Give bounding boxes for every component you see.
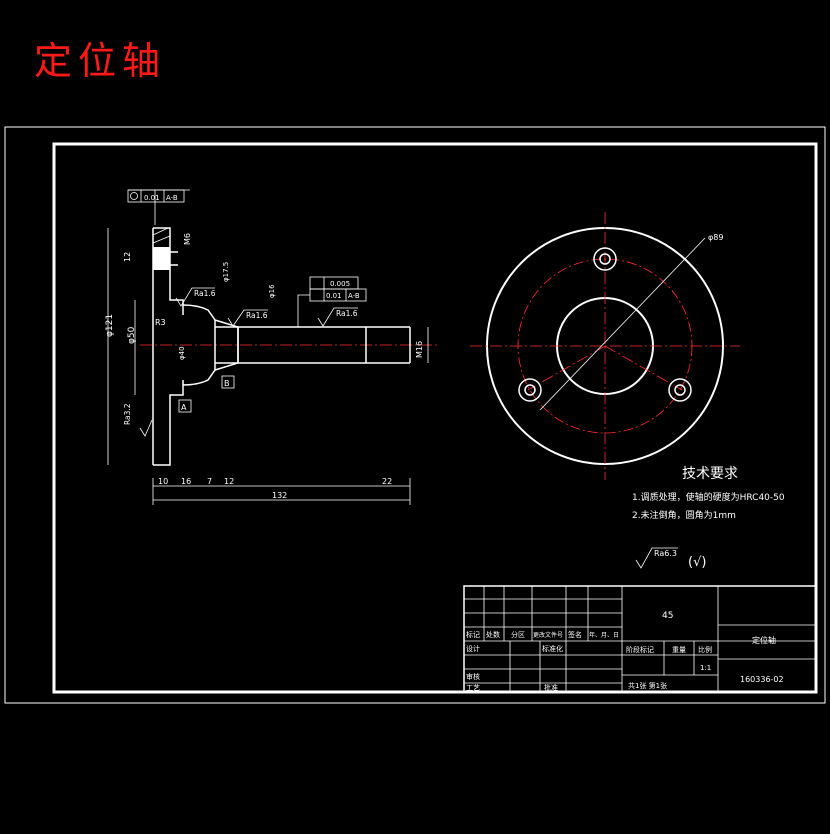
bolt-hole-left xyxy=(518,378,542,402)
dim-7: 7 xyxy=(207,477,212,486)
tb-h-3: 分区 xyxy=(511,630,525,639)
roughness-note-paren: (√) xyxy=(688,555,706,570)
tb-h-4: 更改文件号 xyxy=(533,631,563,639)
dim-22: 22 xyxy=(382,477,392,486)
tb-review: 审核 xyxy=(466,672,480,681)
dim-d50: φ50 xyxy=(127,326,137,344)
tb-drawing-no: 160336-02 xyxy=(740,675,784,684)
tech-req-item-2: 2.未注倒角，圆角为1mm xyxy=(632,509,736,521)
tolerance-frame-mid: 0.005 0.01 A-B xyxy=(297,276,367,327)
tol-top-value: 0.01 xyxy=(144,194,160,202)
ra-1: Ra1.6 xyxy=(194,289,216,298)
dim-12: 12 xyxy=(123,252,132,262)
tol-mid-row2-value: 0.01 xyxy=(326,292,342,300)
roughness-note-ra: Ra6.3 xyxy=(654,549,677,558)
tb-process: 工艺 xyxy=(466,684,480,692)
tol-mid-row1: 0.005 xyxy=(330,280,350,288)
dim-d121: φ121 xyxy=(105,314,115,337)
bolt-hole-right xyxy=(668,378,692,402)
sheet-outer-border xyxy=(4,126,826,704)
tb-scale-label: 比例 xyxy=(698,645,712,654)
section-dimensions xyxy=(107,189,429,505)
tol-top-datum: A-B xyxy=(166,194,178,202)
tb-standardize: 标准化 xyxy=(542,644,563,653)
tb-part-name: 定位轴 xyxy=(752,635,776,645)
tb-design: 设计 xyxy=(466,644,480,653)
dim-r3: R3 xyxy=(155,318,166,327)
datum-a: A xyxy=(178,399,192,413)
dim-12b: 12 xyxy=(224,477,234,486)
dim-d17: φ17.5 xyxy=(222,262,230,282)
svg-text:B: B xyxy=(224,379,230,388)
section-view xyxy=(140,227,440,466)
tb-scale: 1:1 xyxy=(700,664,711,672)
svg-text:A: A xyxy=(181,403,187,412)
ra-4: Ra3.2 xyxy=(123,403,132,425)
tol-mid-row2-datum: A-B xyxy=(348,292,360,300)
dim-m6: M6 xyxy=(183,233,192,245)
ra-2: Ra1.6 xyxy=(246,311,268,320)
tb-sheets: 共1张 第1张 xyxy=(628,681,667,690)
drawing-title: 定位轴 xyxy=(34,39,167,83)
dim-d89: φ89 xyxy=(708,233,723,242)
datum-b: B xyxy=(221,375,235,389)
ra-3: Ra1.6 xyxy=(336,309,358,318)
tb-weight: 重量 xyxy=(672,646,686,654)
tech-req-item-1: 1.调质处理，使轴的硬度为HRC40-50 xyxy=(632,491,785,503)
roughness-symbol xyxy=(635,547,678,569)
tb-h-6: 年、月、日 xyxy=(589,631,619,639)
roughness-marks xyxy=(139,287,358,437)
tech-req-heading: 技术要求 xyxy=(682,466,738,482)
tb-h-2: 处数 xyxy=(486,630,500,639)
tolerance-frame-top: 0.01 A-B xyxy=(127,189,185,203)
tb-h-1: 标记 xyxy=(466,630,480,639)
bolt-hole-top xyxy=(593,247,617,271)
dim-m16: M16 xyxy=(415,341,424,358)
sheet-inner-border xyxy=(52,142,818,694)
dim-d40: φ40 xyxy=(178,346,186,360)
tb-stage-mark: 阶段标记 xyxy=(626,645,654,654)
dim-d16: φ16 xyxy=(268,284,276,298)
tb-h-5: 签名 xyxy=(568,630,582,639)
tb-approve: 批准 xyxy=(544,683,558,692)
dim-16: 16 xyxy=(181,477,191,486)
dim-10: 10 xyxy=(158,477,168,486)
dim-132: 132 xyxy=(272,491,287,500)
tb-material: 45 xyxy=(662,611,673,621)
title-block xyxy=(463,585,817,693)
end-view xyxy=(470,212,740,480)
